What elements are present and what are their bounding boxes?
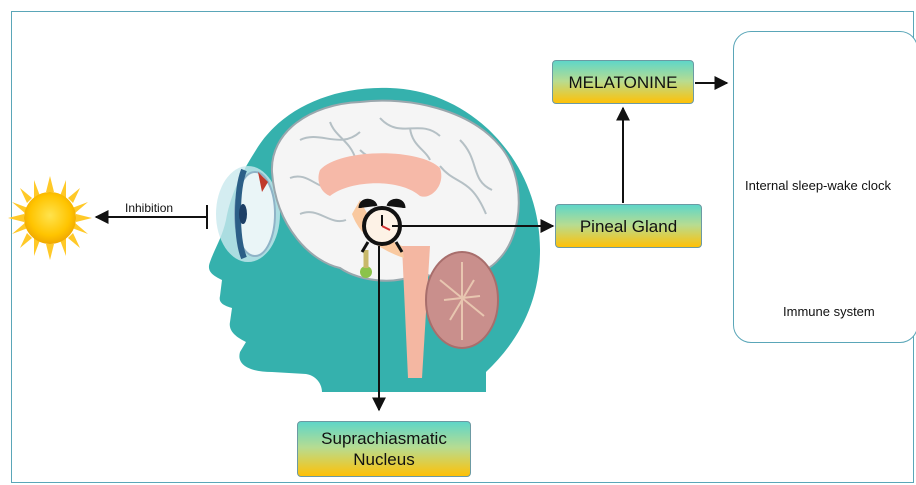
- eye-icon: [216, 166, 280, 262]
- sleep-wake-label: Internal sleep-wake clock: [745, 178, 891, 193]
- immune-system-label: Immune system: [783, 304, 875, 319]
- scn-label-line1: Suprachiasmatic: [321, 428, 447, 449]
- melatonine-label: MELATONINE: [569, 72, 678, 93]
- sun-icon: [8, 176, 92, 260]
- pineal-gland-label: Pineal Gland: [580, 216, 677, 237]
- melatonine-box: MELATONINE: [552, 60, 694, 104]
- suprachiasmatic-nucleus-box: Suprachiasmatic Nucleus: [297, 421, 471, 477]
- pineal-gland-box: Pineal Gland: [555, 204, 702, 248]
- scn-label-line2: Nucleus: [321, 449, 447, 470]
- cerebellum-icon: [426, 252, 498, 348]
- inhibition-label: Inhibition: [125, 201, 173, 215]
